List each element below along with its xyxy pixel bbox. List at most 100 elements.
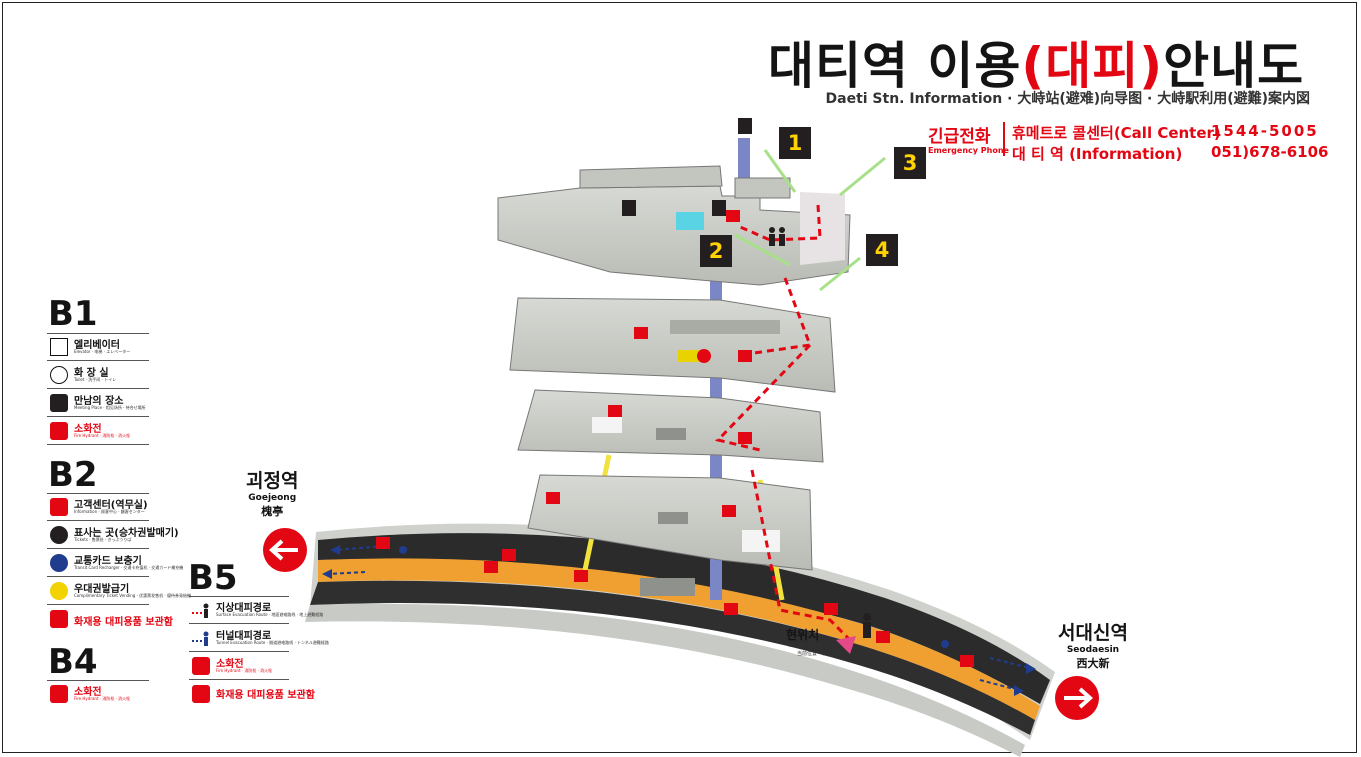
legend-label: 소화전 — [74, 687, 102, 698]
page-subtitle: Daeti Stn. Information · 大峙站(避难)向导图 · 大峙… — [825, 91, 1311, 107]
fire-hydrant-icon — [738, 350, 752, 362]
legend-toilet: 화 장 실 Toilet · 洗手间 · トイレ — [47, 361, 149, 389]
legend-label: 표사는 곳(승차권발매기) — [74, 528, 179, 539]
running-person-icon — [941, 640, 949, 648]
fire-hydrant-icon — [192, 657, 210, 675]
legend-ticket-machine: 표사는 곳(승차권발매기) Tickets · 售票处 · きっぷうりば — [47, 521, 179, 549]
legend-fire-hydrant: 소화전 Fire Hydrant · 消防栓 · 消火栓 — [189, 652, 289, 680]
station-right-ko: 서대신역 — [1058, 622, 1128, 644]
elevator-icon — [712, 200, 726, 216]
fire-hydrant-icon — [50, 422, 68, 440]
surface-evacuation-icon — [192, 601, 210, 619]
emergency-label-en: Emergency Phone — [928, 146, 1009, 155]
legend-b2-title: B2 — [48, 455, 98, 495]
title-emphasis: (대피) — [1021, 37, 1164, 95]
standing-person-icon — [863, 613, 871, 638]
you-are-here-marker — [836, 636, 856, 654]
elevator-icon — [50, 338, 68, 356]
station-left-en: Goejeong — [248, 493, 297, 503]
legend-label: 소화전 — [216, 659, 244, 670]
legend-emergency-kit: 화재용 대피용품 보관함 — [189, 680, 315, 707]
station-right-en: Seodaesin — [1066, 645, 1120, 655]
station-info-number[interactable]: 051)678-6106 — [1211, 143, 1329, 161]
legend-transit-card: 교통카드 보충기 Transit Card Recharger · 交通卡充值机… — [47, 549, 183, 577]
fire-hydrant-icon — [724, 603, 738, 615]
legend-divider — [189, 596, 289, 597]
fire-hydrant-icon — [824, 603, 838, 615]
level-b1-floor — [497, 149, 886, 292]
legend-sublabel: Fire Hydrant · 消防栓 · 消火栓 — [216, 668, 273, 673]
legend-information: 고객센터(역무실) Information · 顾客中心 · 顧客センター — [47, 493, 149, 521]
fire-hydrant-icon — [546, 492, 560, 504]
information-icon — [697, 349, 711, 363]
fire-hydrant-icon — [726, 210, 740, 222]
legend-label: 엘리베이터 — [74, 340, 120, 351]
legend-divider — [47, 680, 149, 681]
arrow-head-right-1 — [1026, 663, 1036, 674]
station-right-cn: 西大新 — [1076, 657, 1110, 670]
legend-sublabel: Surface Evacuation Route · 地面避难路线 · 地上避難… — [216, 612, 324, 617]
to-seodaesin-sign[interactable] — [1055, 676, 1099, 720]
emergency-kit-icon — [876, 631, 890, 643]
to-goejeong-sign[interactable] — [263, 528, 307, 572]
level-b4-floor — [527, 474, 813, 571]
call-center-label: 휴메트로 콜센터(Call Center) — [1012, 124, 1221, 142]
emergency-kit-icon — [50, 610, 68, 628]
fire-hydrant-icon — [634, 327, 648, 339]
elevator-icon — [622, 200, 636, 216]
toilet-icon — [50, 366, 68, 384]
transit-card-icon — [50, 554, 68, 572]
legend-label: 고객센터(역무실) — [74, 500, 148, 511]
meeting-place-icon — [769, 227, 785, 246]
legend-b4-title: B4 — [48, 642, 98, 682]
exit-2-badge: 2 — [700, 235, 732, 267]
fire-hydrant-icon — [502, 549, 516, 561]
call-center-number[interactable]: 1544-5005 — [1211, 122, 1319, 140]
legend-sublabel: Information · 顾客中心 · 顧客センター — [74, 509, 145, 514]
legend-sublabel: Fire Hydrant · 消防栓 · 消火栓 — [74, 696, 131, 701]
legend-sublabel: Complimentary Ticket Vending · 优惠票发售机 · … — [74, 593, 191, 598]
station-left: 괴정역 Goejeong 槐亭 — [246, 466, 298, 519]
emergency-kit-icon — [484, 561, 498, 573]
station-info-label: 대 티 역 (Information) — [1012, 145, 1183, 163]
legend-b1-title: B1 — [48, 294, 98, 334]
tunnel-evacuation-icon — [192, 629, 210, 647]
information-icon — [50, 498, 68, 516]
legend-fire-hydrant: 소화전 Fire Hydrant · 消防栓 · 消火栓 — [47, 417, 149, 445]
ticket-machine-icon — [50, 526, 68, 544]
legend-sublabel: Toilet · 洗手间 · トイレ — [74, 377, 117, 382]
exit-3-badge: 3 — [894, 147, 926, 179]
legend-sublabel: Elevator · 电梯 · エレベーター — [74, 349, 131, 354]
evacuation-route — [715, 204, 852, 642]
fire-hydrant-icon — [722, 505, 736, 517]
legend-divider — [47, 493, 149, 494]
elevator-icon — [738, 118, 752, 134]
legend-free-ticket: 우대권발급기 Complimentary Ticket Vending · 优惠… — [47, 577, 191, 605]
legend-sublabel: Meeting Place · 相见场所 · 待合せ場所 — [74, 405, 146, 410]
exit-1-badge: 1 — [779, 127, 811, 159]
legend-label: 우대권발급기 — [74, 584, 130, 595]
station-left-cn: 槐亭 — [261, 505, 284, 518]
legend-fire-hydrant: 소화전 Fire Hydrant · 消防栓 · 消火栓 — [47, 680, 149, 707]
running-person-icon — [399, 546, 407, 554]
you-are-here-en: You Are Here — [788, 643, 821, 649]
legend-label: 화재용 대피용품 보관함 — [74, 617, 173, 628]
legend-sublabel: Fire Hydrant · 消防栓 · 消火栓 — [74, 433, 131, 438]
fire-hydrant-icon — [574, 570, 588, 582]
arrow-head-left-1 — [330, 545, 340, 555]
fire-hydrant-icon — [50, 685, 68, 703]
station-right: 서대신역 Seodaesin 西大新 — [1058, 618, 1128, 671]
legend-label: 터널대피경로 — [216, 631, 272, 642]
meeting-place-icon — [50, 394, 68, 412]
legend-elevator: 엘리베이터 Elevator · 电梯 · エレベーター — [47, 333, 149, 361]
you-are-here-label: 현위치 — [786, 628, 820, 642]
fire-hydrant-icon — [608, 405, 622, 417]
emergency-kit-icon — [192, 685, 210, 703]
page-title: 대티역 이용(대피)안내도 — [768, 26, 1304, 98]
legend-sublabel: Tunnel Evacuation Route · 隧道避难路线 · トンネル避… — [216, 640, 329, 645]
legend-divider — [47, 333, 149, 334]
legend-label: 화재용 대피용품 보관함 — [216, 690, 315, 701]
fire-hydrant-icon — [960, 655, 974, 667]
